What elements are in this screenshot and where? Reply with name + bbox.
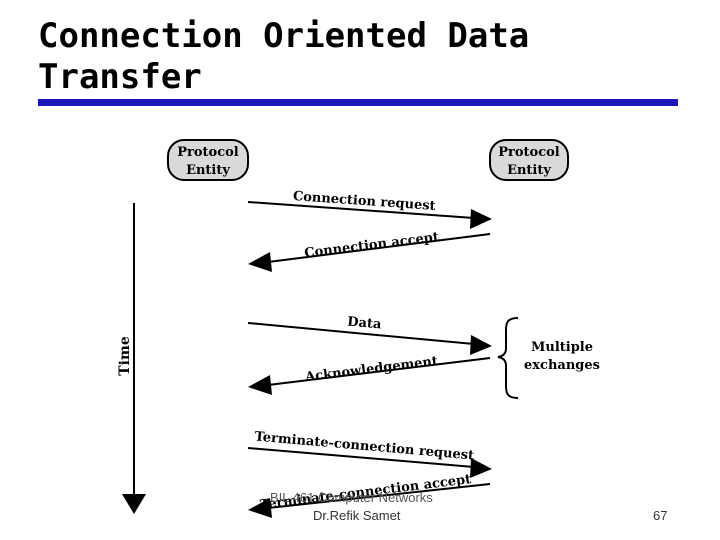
message-connection-request: Connection request	[247, 189, 492, 229]
left-entity-line2: Entity	[186, 163, 230, 178]
time-axis: Time	[117, 203, 146, 514]
message-acknowledgement: Acknowledgement	[248, 354, 491, 395]
brace-label-line2: exchanges	[524, 358, 600, 373]
left-entity-line1: Protocol	[177, 145, 239, 160]
acknowledgement-label: Acknowledgement	[303, 354, 438, 385]
right-entity-line1: Protocol	[498, 145, 560, 160]
footer-author: Dr.Refik Samet	[313, 508, 401, 523]
message-terminate-request: Terminate-connection request	[247, 429, 492, 478]
brace-label-line1: Multiple	[531, 340, 593, 355]
right-protocol-entity: Protocol Entity	[489, 139, 569, 181]
data-label: Data	[347, 315, 383, 333]
slide-title: Connection Oriented Data Transfer	[38, 16, 530, 97]
left-protocol-entity: Protocol Entity	[167, 139, 249, 181]
title-underline	[38, 99, 678, 106]
multiple-exchanges-brace: Multiple exchanges	[497, 317, 600, 399]
page-number: 67	[653, 508, 668, 523]
footer-course: BIL 461 Computer Networks	[270, 490, 433, 505]
connection-accept-label: Connection accept	[303, 230, 439, 261]
message-connection-accept: Connection accept	[248, 230, 491, 272]
right-entity-line2: Entity	[507, 163, 551, 178]
message-data: Data	[247, 315, 492, 355]
time-label: Time	[117, 336, 133, 376]
